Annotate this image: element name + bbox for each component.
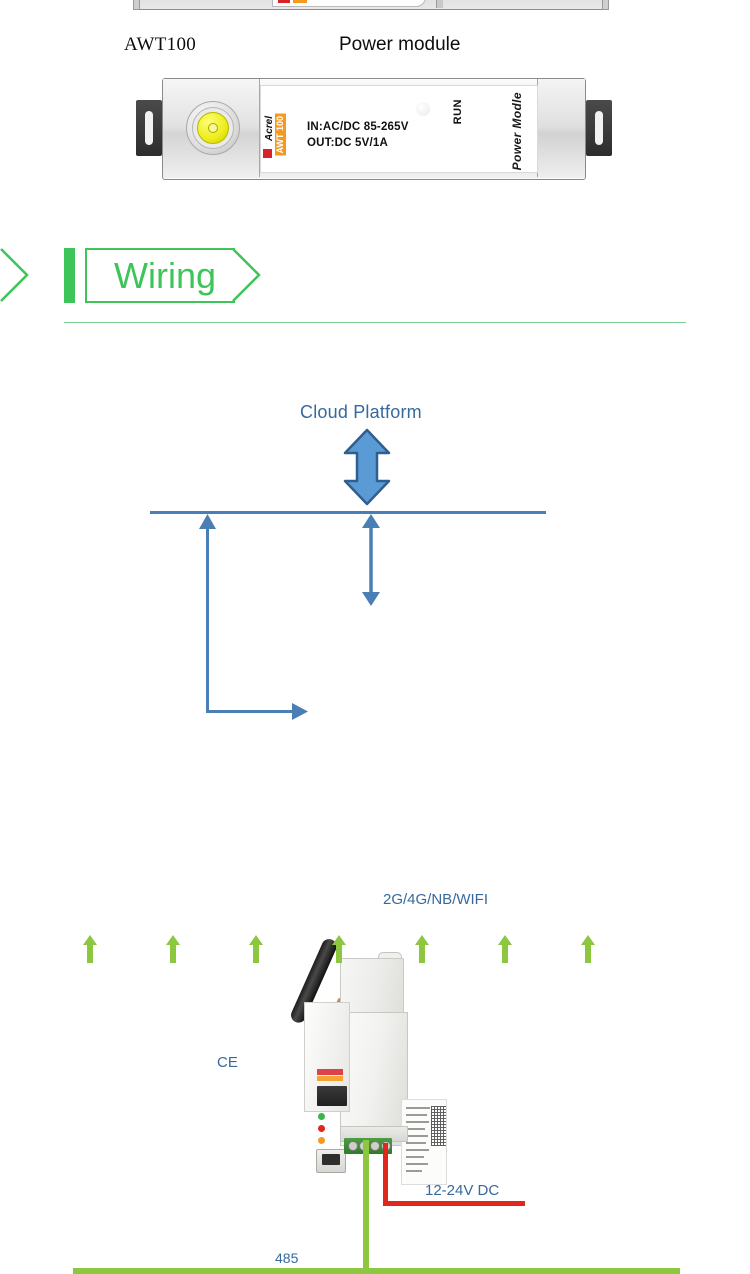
device-brand-stripe-red (317, 1069, 343, 1075)
power-modle-side-text: Power Modle (510, 92, 524, 171)
power-module-right-section (537, 79, 585, 177)
rs485-node-arrow-icon (83, 935, 97, 963)
rs485-node-arrow-icon (249, 935, 263, 963)
section-divider (64, 322, 686, 323)
brand-orange-mark (293, 0, 307, 3)
device-spec-label (401, 1099, 447, 1185)
cloud-double-arrow-icon (343, 428, 391, 506)
chevron-right-icon (0, 248, 29, 302)
brand-red-mark (278, 0, 290, 3)
run-led-icon (416, 102, 430, 116)
status-led-red-icon (318, 1125, 325, 1132)
chevron-right-outer-icon (232, 248, 261, 302)
ce-arrow-up-icon (199, 514, 216, 529)
section-heading-box (85, 248, 235, 303)
din-clip-icon (378, 952, 402, 962)
device-end-cap-right (602, 0, 609, 10)
model-tag-awt100: AWT 100 (275, 114, 286, 156)
power-module-image: Acrel AWT 100 IN:AC/DC 85-265V OUT:DC 5V… (136, 76, 612, 182)
power-red-wire-horizontal (383, 1201, 525, 1206)
rs485-node-arrow-icon (415, 935, 429, 963)
run-led-label: RUN (452, 99, 464, 125)
wireless-double-arrow-icon (362, 514, 380, 606)
device-divider (436, 0, 443, 8)
rs485-node-arrow-icon (498, 935, 512, 963)
ce-horizontal-line (206, 710, 301, 713)
wireless-protocols-label: 2G/4G/NB/WIFI (383, 891, 489, 908)
acrel-brand-text: Acrel (264, 116, 275, 142)
device-front-panel (304, 1002, 350, 1173)
ce-arrow-right-icon (292, 703, 308, 720)
rs485-node-arrow-icon (166, 935, 180, 963)
wiring-diagram: Cloud Platform CE 2G/4G/NB/WIFI (0, 340, 750, 1274)
rs485-green-wire (363, 1140, 369, 1271)
qr-code-icon (431, 1106, 446, 1146)
power-red-wire-vertical (383, 1143, 388, 1206)
device-display-icon (317, 1086, 347, 1106)
section-heading-title: Wiring (114, 255, 217, 296)
power-module-front-label (260, 85, 538, 173)
acrel-logo-icon (263, 149, 272, 158)
product-label-awt100: AWT100 (124, 34, 197, 55)
rs485-node-arrow-icon (332, 935, 346, 963)
output-spec-text: OUT:DC 5V/1A (307, 137, 388, 149)
mounting-ear-left-icon (136, 100, 162, 156)
cloud-bus-line (150, 511, 546, 514)
mounting-ear-right-icon (586, 100, 612, 156)
cloud-platform-label: Cloud Platform (300, 402, 422, 422)
top-cropped-device-image (133, 0, 609, 10)
rs485-bus-label: 485 (275, 1250, 299, 1266)
ce-vertical-line (206, 526, 209, 712)
rs485-node-arrow-icon (581, 935, 595, 963)
rs485-bus-line (73, 1268, 680, 1274)
input-spec-text: IN:AC/DC 85-265V (307, 121, 409, 133)
product-label-power-module: Power module (339, 34, 461, 55)
section-accent-bar (64, 248, 75, 303)
device-end-cap-left (133, 0, 140, 10)
dc-power-label: 12-24V DC (425, 1182, 500, 1199)
device-brand-stripe-orange (317, 1076, 343, 1081)
status-led-green-icon (318, 1113, 325, 1120)
awt100-device-image (288, 936, 447, 1185)
status-led-orange-icon (318, 1137, 325, 1144)
ce-label: CE (217, 1054, 238, 1071)
ethernet-port-icon (316, 1149, 346, 1173)
connector-center-dot-icon (208, 123, 218, 133)
